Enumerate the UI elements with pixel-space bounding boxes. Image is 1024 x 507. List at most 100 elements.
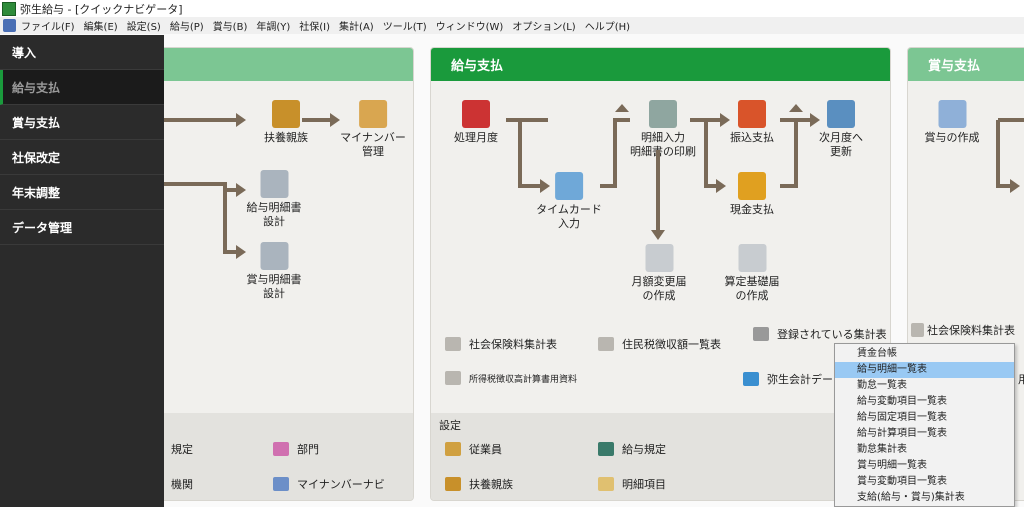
node-dependents[interactable]: 扶養親族 bbox=[264, 100, 308, 145]
popup-item-attendance-list[interactable]: 勤怠一覧表 bbox=[857, 380, 907, 391]
node-base-calc[interactable]: 算定基礎届の作成 bbox=[725, 244, 780, 303]
node-monthly-change[interactable]: 月額変更届の作成 bbox=[632, 244, 687, 303]
menu-window[interactable]: ウィンドウ(W) bbox=[435, 22, 504, 33]
sidebar-item-setup[interactable]: 導入 bbox=[0, 35, 164, 70]
form-pen-icon bbox=[645, 244, 673, 272]
link-income-tax-calc[interactable]: 所得税徴収高計算書用資料 bbox=[445, 371, 577, 385]
link-bonus-other[interactable]: 用 bbox=[1018, 371, 1024, 387]
popup-item-payment-summary[interactable]: 支給(給与・賞与)集計表 bbox=[857, 492, 965, 503]
node-next-month[interactable]: 次月度へ更新 bbox=[819, 100, 863, 159]
node-transfer-payment[interactable]: 振込支払 bbox=[730, 100, 774, 145]
link-mynumber-navi[interactable]: マイナンバーナビ bbox=[273, 476, 385, 492]
menu-aggregate[interactable]: 集計(A) bbox=[339, 22, 374, 33]
form-pen-icon bbox=[738, 244, 766, 272]
link-salary-rules[interactable]: 給与規定 bbox=[598, 441, 666, 457]
menu-settings[interactable]: 設定(S) bbox=[126, 22, 161, 33]
link-bonus-social-insurance[interactable]: 社会保険料集計表 bbox=[911, 322, 1015, 338]
node-salary-slip-design[interactable]: 給与明細書設計 bbox=[247, 170, 302, 229]
arrow-head bbox=[236, 113, 246, 127]
panel-salary-settings bbox=[431, 413, 890, 500]
report-icon bbox=[445, 337, 461, 351]
link-rules[interactable]: 規定 bbox=[171, 441, 193, 457]
menu-options[interactable]: オプション(L) bbox=[512, 22, 576, 33]
node-label: 明細入力 bbox=[641, 131, 685, 144]
link-institution[interactable]: 機関 bbox=[171, 476, 193, 492]
family-icon bbox=[272, 100, 300, 128]
menu-edit[interactable]: 編集(E) bbox=[83, 22, 118, 33]
node-label: 扶養親族 bbox=[264, 131, 308, 144]
title-bar: 弥生給与 - [クイックナビゲータ] bbox=[0, 0, 1024, 17]
system-menu-icon[interactable] bbox=[3, 19, 16, 32]
link-label: 社会保険料集計表 bbox=[469, 338, 557, 351]
node-processing-month[interactable]: 処理月度 bbox=[454, 100, 498, 145]
sidebar-item-social-insurance-revision[interactable]: 社保改定 bbox=[0, 140, 164, 175]
node-mynumber[interactable]: マイナンバー管理 bbox=[340, 100, 406, 159]
node-bonus-create[interactable]: 賞与の作成 bbox=[925, 100, 980, 145]
link-label: 所得税徴収高計算書用資料 bbox=[469, 374, 578, 385]
popup-item-attendance-summary[interactable]: 勤怠集計表 bbox=[857, 444, 907, 455]
link-label: 住民税徴収額一覧表 bbox=[622, 338, 721, 351]
link-dependents[interactable]: 扶養親族 bbox=[445, 476, 513, 492]
flow-arrow bbox=[506, 118, 548, 188]
link-employees[interactable]: 従業員 bbox=[445, 441, 502, 457]
arrow-head bbox=[720, 113, 730, 127]
node-label: 次月度へ bbox=[819, 131, 863, 144]
menu-tools[interactable]: ツール(T) bbox=[382, 22, 427, 33]
link-social-insurance-summary[interactable]: 社会保険料集計表 bbox=[445, 336, 557, 352]
link-label: マイナンバーナビ bbox=[297, 478, 385, 491]
popup-item-salary-variable-items[interactable]: 給与変動項目一覧表 bbox=[857, 396, 947, 407]
menu-social-insurance[interactable]: 社保(I) bbox=[299, 22, 331, 33]
family-icon bbox=[445, 477, 461, 491]
panel-bonus-header: 賞与支払 bbox=[908, 48, 1024, 81]
sidebar-item-data-management[interactable]: データ管理 bbox=[0, 210, 164, 245]
report-icon bbox=[911, 323, 924, 337]
popup-item-salary-calc-items[interactable]: 給与計算項目一覧表 bbox=[857, 428, 947, 439]
bonus-sheet-icon bbox=[938, 100, 966, 128]
popup-item-bonus-slip-list[interactable]: 賞与明細一覧表 bbox=[857, 460, 927, 471]
link-yayoi-accounting[interactable]: 弥生会計デー bbox=[743, 371, 833, 387]
link-label: 登録されている集計表 bbox=[777, 328, 887, 341]
sidebar: 導入 給与支払 賞与支払 社保改定 年末調整 データ管理 bbox=[0, 35, 164, 507]
folder-icon bbox=[359, 100, 387, 128]
node-label: 振込支払 bbox=[730, 131, 774, 144]
cash-icon bbox=[738, 172, 766, 200]
menu-salary[interactable]: 給与(P) bbox=[169, 22, 204, 33]
menu-file[interactable]: ファイル(F) bbox=[21, 22, 75, 33]
node-timecard[interactable]: タイムカード入力 bbox=[536, 172, 602, 231]
menu-help[interactable]: ヘルプ(H) bbox=[584, 22, 631, 33]
link-resident-tax[interactable]: 住民税徴収額一覧表 bbox=[598, 336, 721, 352]
popup-item-salary-slip-list[interactable]: 給与明細一覧表 bbox=[835, 362, 1014, 378]
popup-item-wage-ledger[interactable]: 賃金台帳 bbox=[857, 348, 897, 359]
link-slip-items[interactable]: 明細項目 bbox=[598, 476, 666, 492]
link-label: 従業員 bbox=[469, 443, 502, 456]
link-registered-summaries[interactable]: 登録されている集計表 bbox=[753, 326, 887, 342]
settings-label: 設定 bbox=[439, 419, 461, 432]
popup-item-salary-fixed-items[interactable]: 給与固定項目一覧表 bbox=[857, 412, 947, 423]
sidebar-item-salary-payment[interactable]: 給与支払 bbox=[0, 70, 164, 105]
link-department[interactable]: 部門 bbox=[273, 441, 319, 457]
flow-arrow bbox=[780, 118, 810, 188]
arrow-head bbox=[540, 179, 550, 193]
sidebar-item-year-end-adjustment[interactable]: 年末調整 bbox=[0, 175, 164, 210]
flow-arrow bbox=[690, 118, 720, 188]
link-label: 社会保険料集計表 bbox=[927, 324, 1015, 337]
link-label: 弥生会計デー bbox=[767, 373, 833, 386]
arrow-head bbox=[330, 113, 340, 127]
summary-popup-menu: 賃金台帳 給与明細一覧表 勤怠一覧表 給与変動項目一覧表 給与固定項目一覧表 給… bbox=[834, 343, 1015, 507]
book-icon bbox=[598, 442, 614, 456]
app-logo-icon bbox=[2, 1, 16, 16]
node-cash-payment[interactable]: 現金支払 bbox=[730, 172, 774, 217]
node-bonus-slip-design[interactable]: 賞与明細書設計 bbox=[247, 242, 302, 301]
menu-bonus[interactable]: 賞与(B) bbox=[212, 22, 248, 33]
timecard-icon bbox=[555, 172, 583, 200]
slip-design-icon bbox=[260, 170, 288, 198]
sidebar-item-bonus-payment[interactable]: 賞与支払 bbox=[0, 105, 164, 140]
node-label: 算定基礎届 bbox=[724, 275, 780, 288]
slip-items-icon bbox=[598, 477, 614, 491]
mynumber-navi-icon bbox=[273, 477, 289, 491]
menu-year-adjust[interactable]: 年調(Y) bbox=[256, 22, 291, 33]
popup-item-bonus-variable-items[interactable]: 賞与変動項目一覧表 bbox=[857, 476, 947, 487]
calendar-icon bbox=[462, 100, 490, 128]
node-slip-entry[interactable]: 明細入力明細書の印刷 bbox=[630, 100, 696, 159]
